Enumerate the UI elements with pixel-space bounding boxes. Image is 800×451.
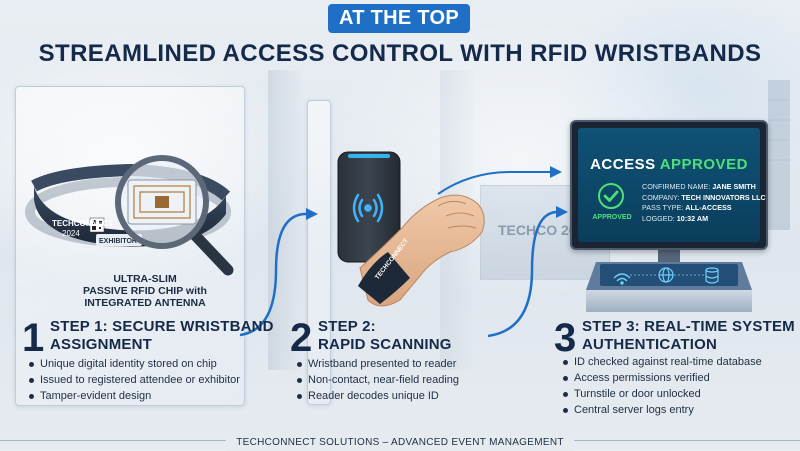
magnifier-icon bbox=[115, 155, 234, 276]
globe-icon bbox=[658, 267, 674, 283]
access-details: CONFIRMED NAME: JANE SMITH COMPANY: TECH… bbox=[642, 182, 766, 224]
list-item: Unique digital identity stored on chip bbox=[28, 356, 240, 372]
header-tag: AT THE TOP bbox=[328, 4, 470, 33]
background-booth-text: TECHCO 2024 bbox=[498, 222, 593, 238]
database-icon bbox=[705, 267, 719, 284]
checkmark-icon bbox=[598, 183, 624, 209]
approved-label: APPROVED bbox=[592, 214, 632, 221]
step-1-number: 1 bbox=[22, 316, 45, 360]
rfid-chip-icon bbox=[127, 179, 197, 225]
step-2-title: STEP 2: RAPID SCANNING bbox=[318, 318, 452, 354]
step-3-title-line: AUTHENTICATION bbox=[582, 336, 718, 353]
flow-arrow-2-head bbox=[556, 206, 568, 218]
footer-text: TECHCONNECT SOLUTIONS – ADVANCED EVENT M… bbox=[226, 435, 574, 451]
background-pillar bbox=[268, 70, 302, 370]
detail-row: CONFIRMED NAME: JANE SMITH bbox=[642, 182, 756, 191]
chip-label: ULTRA-SLIM PASSIVE RFID CHIP with INTEGR… bbox=[60, 273, 230, 309]
wifi-icon bbox=[613, 273, 631, 285]
hand-illustration bbox=[358, 194, 485, 307]
step-3-bullets: ID checked against real-time database Ac… bbox=[562, 354, 762, 418]
nfc-wave-icon bbox=[352, 193, 384, 223]
step-2-number: 2 bbox=[290, 316, 313, 360]
step-3-number: 3 bbox=[554, 316, 577, 360]
list-item: Wristband presented to reader bbox=[296, 356, 459, 372]
list-item: Turnstile or door unlocked bbox=[562, 386, 762, 402]
server-base bbox=[586, 262, 752, 312]
chip-label-line: ULTRA-SLIM bbox=[113, 273, 177, 285]
list-item: Access permissions verified bbox=[562, 370, 762, 386]
list-item: Reader decodes unique ID bbox=[296, 388, 459, 404]
chip-label-line: PASSIVE RFID CHIP with bbox=[83, 285, 207, 297]
band-brand-2: 2024 bbox=[62, 229, 80, 238]
step-2-title-line: STEP 2: bbox=[318, 318, 376, 335]
band-brand-1: TECHCONNECT bbox=[52, 219, 113, 228]
flow-arrow-2b bbox=[437, 171, 550, 195]
monitor: ACCESS APPROVED APPROVED CONFIRMED NAME:… bbox=[570, 120, 768, 250]
list-item: Issued to registered attendee or exhibit… bbox=[28, 372, 240, 388]
list-item: Tamper-evident design bbox=[28, 388, 240, 404]
exhibitor-badge bbox=[96, 234, 142, 246]
step-3-title: STEP 3: REAL-TIME SYSTEM AUTHENTICATION bbox=[582, 318, 795, 354]
server-rack-bg bbox=[768, 80, 790, 230]
step-1-title-line: STEP 1: SECURE WRISTBAND bbox=[50, 318, 274, 335]
list-item: Non-contact, near-field reading bbox=[296, 372, 459, 388]
list-item: ID checked against real-time database bbox=[562, 354, 762, 370]
step-3-title-line: STEP 3: REAL-TIME SYSTEM bbox=[582, 318, 795, 335]
access-title-status: APPROVED bbox=[659, 156, 748, 173]
list-item: Central server logs entry bbox=[562, 402, 762, 418]
flow-arrow-1 bbox=[239, 212, 307, 337]
flow-arrow-1-head bbox=[306, 208, 318, 220]
chip-label-line: INTEGRATED ANTENNA bbox=[84, 297, 206, 309]
monitor-screen: ACCESS APPROVED APPROVED CONFIRMED NAME:… bbox=[578, 128, 766, 242]
detail-row: LOGGED: 10:32 AM bbox=[642, 213, 709, 223]
glass-door-edge bbox=[307, 100, 331, 405]
step-1-bullets: Unique digital identity stored on chip I… bbox=[28, 356, 240, 404]
flow-arrow-2b-head bbox=[550, 166, 562, 178]
step-2-bullets: Wristband presented to reader Non-contac… bbox=[296, 356, 459, 404]
detail-row: COMPANY: TECH INNOVATORS LLC bbox=[642, 192, 766, 202]
step-1-title: STEP 1: SECURE WRISTBAND ASSIGNMENT bbox=[50, 318, 274, 354]
flow-arrow-2 bbox=[487, 210, 557, 338]
footer: TECHCONNECT SOLUTIONS – ADVANCED EVENT M… bbox=[0, 432, 800, 451]
access-status-title: ACCESS APPROVED bbox=[578, 156, 760, 173]
access-title-prefix: ACCESS bbox=[590, 156, 656, 173]
band-badge-label: EXHIBITOR bbox=[99, 238, 137, 245]
page-title: STREAMLINED ACCESS CONTROL WITH RFID WRI… bbox=[38, 40, 762, 67]
step-2-title-line: RAPID SCANNING bbox=[318, 336, 452, 353]
detail-row: PASS TYPE: ALL-ACCESS bbox=[642, 203, 732, 212]
step-1-title-line: ASSIGNMENT bbox=[50, 336, 153, 353]
